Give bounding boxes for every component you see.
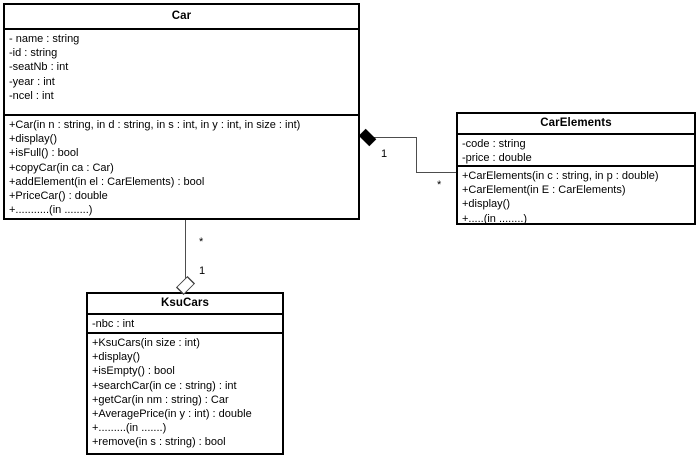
operation-line: +.........(in .......) [92,422,167,435]
attribute-line: -code : string [462,138,526,150]
operation-line: +remove(in s : string) : bool [92,436,226,449]
composition-edge-segment [416,172,457,173]
attribute-line: - name : string [9,33,80,45]
operation-line: +isEmpty() : bool [92,365,175,378]
class-box-car[interactable]: Car - name : string -id : string -seatNb… [3,3,360,220]
operation-line: +KsuCars(in size : int) [92,337,200,349]
attribute-line: -price : double [462,152,532,165]
operation-line: +getCar(in nm : string) : Car [92,393,229,406]
class-attributes-car: - name : string -id : string -seatNb : i… [5,30,358,116]
attribute-line: -id : string [9,47,58,60]
composition-diamond-icon [358,128,377,147]
class-box-ksucars[interactable]: KsuCars -nbc : int +KsuCars(in size : in… [86,292,284,455]
operation-line: +copyCar(in ca : Car) [9,161,114,174]
operation-line: +isFull() : bool [9,147,79,160]
attribute-line: -year : int [9,75,55,88]
operation-line: +searchCar(in ce : string) : int [92,379,237,392]
operation-line: +Car(in n : string, in d : string, in s … [9,119,301,131]
operation-line: +PriceCar() : double [9,190,108,203]
operation-line: +addElement(in el : CarElements) : bool [9,175,205,188]
class-operations-ksucars: +KsuCars(in size : int) +display() +isEm… [88,334,282,453]
aggregation-edge-segment [185,220,186,286]
multiplicity-label-car-composition: 1 [381,148,388,160]
attribute-line: -ncel : int [9,89,54,102]
class-attributes-ksucars: -nbc : int [88,315,282,334]
attribute-line: -seatNb : int [9,61,69,74]
multiplicity-label-car-aggregation: * [199,236,204,248]
operation-line: +...........(in ........) [9,204,93,217]
operation-line: +display() [462,198,510,211]
operation-line: +display() [92,351,140,364]
class-operations-carelements: +CarElements(in c : string, in p : doubl… [458,167,694,225]
class-name-ksucars: KsuCars [88,294,282,315]
composition-edge-segment [372,137,417,138]
class-operations-car: +Car(in n : string, in d : string, in s … [5,116,358,218]
multiplicity-label-carelements-composition: * [437,179,442,191]
class-name-car: Car [5,5,358,30]
class-attributes-carelements: -code : string -price : double [458,135,694,167]
operation-line: +display() [9,133,57,146]
class-box-carelements[interactable]: CarElements -code : string -price : doub… [456,112,696,225]
operation-line: +CarElements(in c : string, in p : doubl… [462,170,659,182]
operation-line: +.....(in ........) [462,212,528,225]
attribute-line: -nbc : int [92,318,135,330]
operation-line: +CarElement(in E : CarElements) [462,184,626,197]
multiplicity-label-ksucars-aggregation: 1 [199,265,206,277]
class-name-carelements: CarElements [458,114,694,135]
composition-edge-segment [416,137,417,173]
operation-line: +AveragePrice(in y : int) : double [92,408,252,421]
